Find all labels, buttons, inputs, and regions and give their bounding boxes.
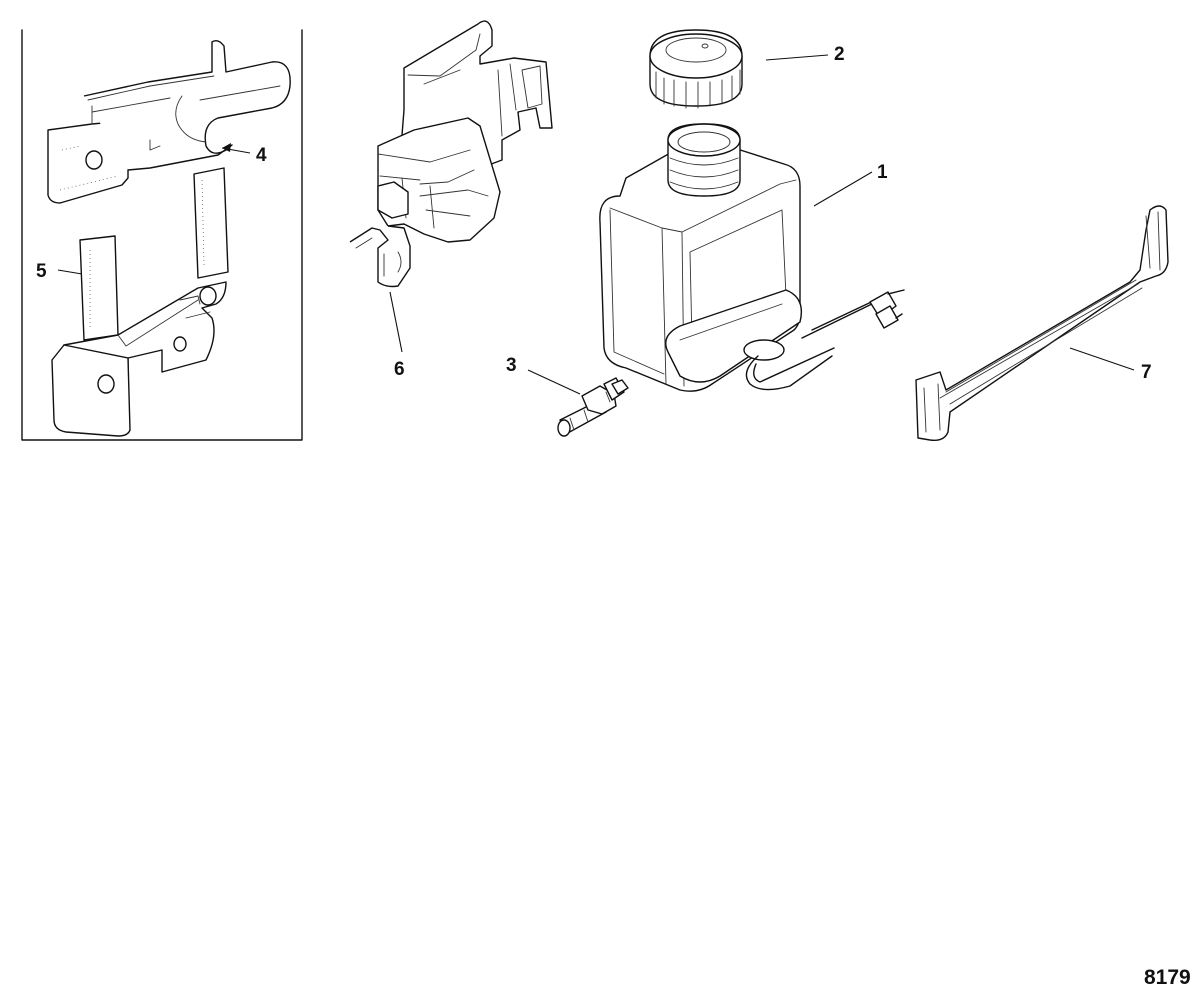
part-4-spring-clip <box>47 39 291 204</box>
callout-labels: 1 2 3 4 5 6 7 <box>36 44 1152 383</box>
leader-7 <box>1069 347 1135 371</box>
leader-5 <box>57 269 83 275</box>
leader-1 <box>813 171 873 207</box>
figure-number: 8179 <box>1144 966 1191 989</box>
arrowhead-4 <box>222 143 231 152</box>
callout-4: 4 <box>256 145 267 166</box>
part-7-strap <box>915 205 1169 442</box>
part-5-u-bracket <box>51 167 229 437</box>
callout-5: 5 <box>36 261 47 282</box>
callout-3: 3 <box>506 355 517 376</box>
part-3-fitting <box>557 377 629 437</box>
leader-2 <box>765 54 829 61</box>
part-6-mounting-bracket <box>349 20 553 288</box>
part-1-reservoir <box>599 123 905 392</box>
leader-6 <box>389 291 403 353</box>
leader-lines <box>57 54 1135 395</box>
inset-box <box>21 29 303 441</box>
part-2-cap <box>649 29 743 109</box>
callout-7: 7 <box>1141 362 1152 383</box>
callout-6: 6 <box>394 359 405 380</box>
callout-2: 2 <box>834 44 845 65</box>
leader-3 <box>527 369 581 395</box>
callout-1: 1 <box>877 162 888 183</box>
